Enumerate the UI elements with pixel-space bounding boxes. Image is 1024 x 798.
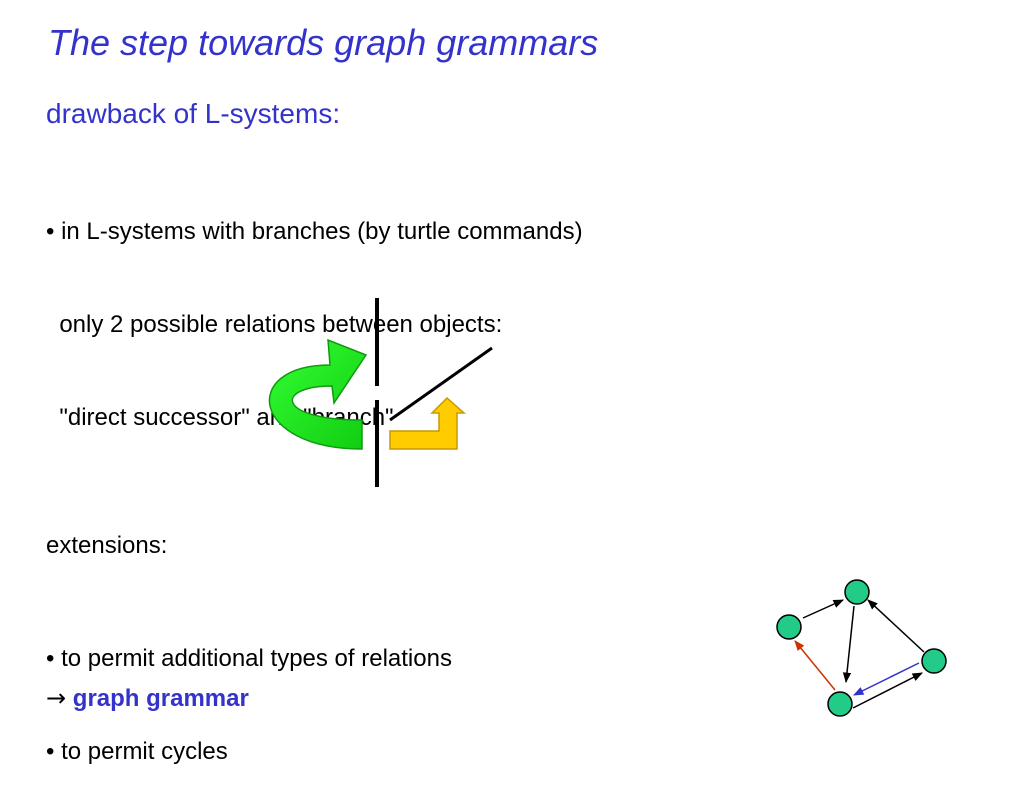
lsystem-illustration [268, 298, 493, 487]
edge-top-to-bottom [842, 605, 855, 684]
edge-right-to-top [867, 599, 925, 653]
diagrams [268, 298, 947, 717]
edge-bottom-to-right [852, 672, 923, 709]
drawback-bullets: • in L-systems with branches (by turtle … [46, 154, 583, 464]
graph-node-top [844, 579, 870, 605]
curved-green-arrow-icon [268, 338, 368, 450]
conclusion-term: graph grammar [72, 685, 249, 712]
yellow-branch-arrow-icon [389, 396, 466, 450]
edge-bottom-to-left-red [794, 640, 836, 691]
graph-illustration [776, 579, 947, 717]
conclusion: → graph grammar [46, 684, 249, 713]
right-arrow-icon: → [46, 684, 67, 712]
segment-branch [389, 346, 493, 422]
extensions-label: extensions: [46, 532, 168, 559]
extension-line: • to permit additional types of relation… [46, 645, 452, 672]
drawback-line: only 2 possible relations between object… [46, 311, 503, 338]
edge-right-to-bottom-blue [853, 662, 920, 696]
extension-line: • to permit cycles [46, 738, 228, 765]
extension-bullets: • to permit additional types of relation… [46, 581, 452, 798]
graph-node-left [776, 614, 802, 640]
graph-node-bottom [827, 691, 853, 717]
slide-subtitle: drawback of L-systems: [46, 98, 341, 129]
slide-title: The step towards graph grammars [48, 22, 599, 63]
graph-node-right [921, 648, 947, 674]
edge-left-to-top [802, 599, 844, 619]
drawback-line: • in L-systems with branches (by turtle … [46, 218, 583, 245]
